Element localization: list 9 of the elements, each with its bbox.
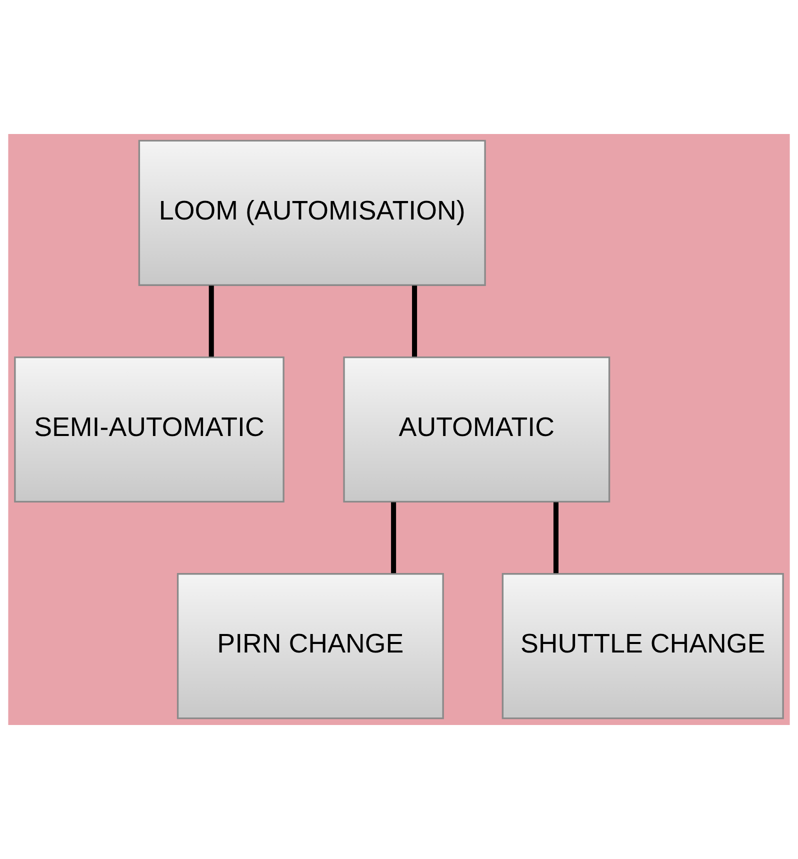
node-box: SHUTTLE CHANGE <box>502 573 784 720</box>
connector <box>208 286 214 357</box>
connector <box>391 502 396 574</box>
node-box: PIRN CHANGE <box>176 573 444 720</box>
node-box: AUTOMATIC <box>343 356 610 503</box>
connector <box>553 502 558 574</box>
connector <box>412 286 418 357</box>
node-box: SEMI-AUTOMATIC <box>14 356 284 503</box>
node-box: LOOM (AUTOMISATION) <box>138 140 486 286</box>
